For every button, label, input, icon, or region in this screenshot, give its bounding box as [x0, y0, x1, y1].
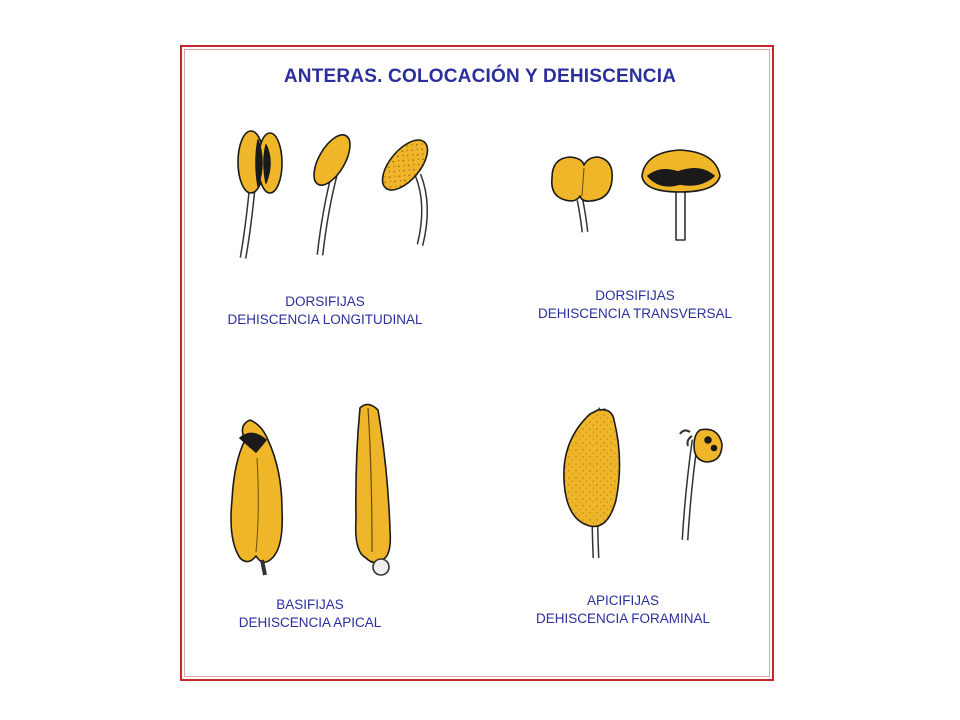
- caption-apicifixed-foraminal: APICIFIJAS DEHISCENCIA FORAMINAL: [508, 592, 738, 628]
- anther-dorsifixed-transverse-1: [550, 156, 614, 233]
- anther-dorsifixed-longitudinal-3: [381, 139, 429, 246]
- caption-line-2: DEHISCENCIA APICAL: [238, 615, 382, 630]
- anther-apicifixed-foraminal-2: [679, 428, 723, 541]
- caption-line-2: DEHISCENCIA FORAMINAL: [535, 611, 711, 626]
- caption-line-1: DORSIFIJAS: [595, 288, 675, 303]
- anther-apicifixed-foraminal-1: [563, 407, 621, 559]
- caption-line-2: DEHISCENCIA LONGITUDINAL: [227, 312, 423, 327]
- caption-basifixed-apical: BASIFIJAS DEHISCENCIA APICAL: [195, 596, 425, 632]
- caption-line-2: DEHISCENCIA TRANSVERSAL: [537, 306, 733, 321]
- anther-dorsifixed-longitudinal-2: [313, 134, 351, 256]
- figure-inner-border: [184, 49, 770, 677]
- caption-line-1: APICIFIJAS: [586, 593, 659, 608]
- caption-line-1: DORSIFIJAS: [285, 294, 365, 309]
- anther-dorsifixed-longitudinal-1: [237, 130, 283, 259]
- anther-dorsifixed-transverse-2: [641, 149, 721, 241]
- caption-line-1: BASIFIJAS: [276, 597, 344, 612]
- caption-dorsifixed-longitudinal: DORSIFIJAS DEHISCENCIA LONGITUDINAL: [210, 293, 440, 329]
- anther-basifixed-apical-2: [354, 403, 392, 576]
- caption-dorsifixed-transverse: DORSIFIJAS DEHISCENCIA TRANSVERSAL: [520, 287, 750, 323]
- anther-basifixed-apical-1: [230, 419, 284, 576]
- figure-title: ANTERAS. COLOCACIÓN Y DEHISCENCIA: [283, 66, 677, 87]
